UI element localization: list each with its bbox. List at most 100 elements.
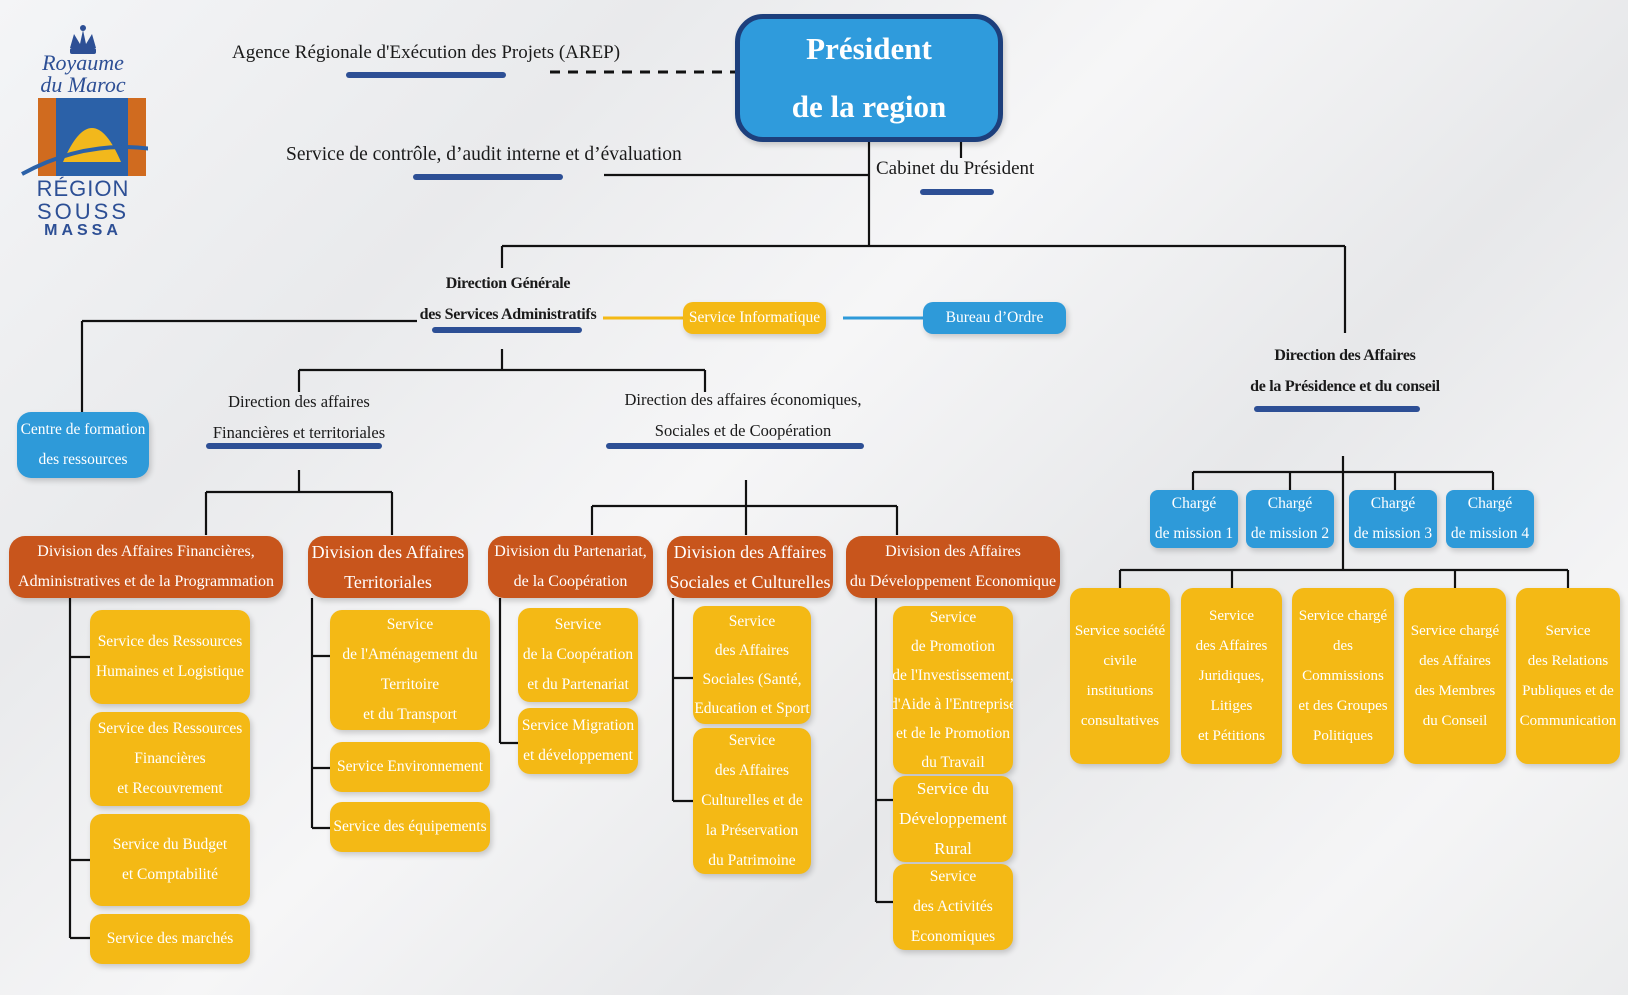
service-line: Service des équipements [333,818,487,835]
service-rh-box[interactable]: Service des Ressources Humaines et Logis… [90,610,250,704]
service-line: Financières [134,750,206,767]
arep-label: Agence Régionale d'Exécution des Projets… [232,42,621,63]
service-line: Service Environnement [337,758,483,775]
division-line: Sociales et Culturelles [669,572,831,592]
service-line: Service [728,732,776,749]
division-developpement[interactable]: Division des Affaires du Développement E… [846,536,1060,598]
service-line: Service [728,613,776,630]
service-line: Service [386,616,434,633]
service-line: Service [929,609,977,626]
service-informatique-box[interactable]: Service Informatique [683,302,826,334]
service-line: et Recouvrement [117,780,223,797]
division-territoriales[interactable]: Division des Affaires Territoriales [308,536,468,598]
crown-icon [70,25,96,54]
service-line: et de le Promotion [895,725,1011,742]
service-affaires-sociales-box[interactable]: Service des Affaires Sociales (Santé, Ed… [693,606,811,724]
service-line: Territoire [380,676,440,693]
cabinet-underline [920,189,994,195]
service-line: Economiques [910,928,996,945]
service-line: Humaines et Logistique [95,663,245,680]
charge-mission-1[interactable]: Chargé de mission 1 [1150,490,1238,548]
charge-mission-4[interactable]: Chargé de mission 4 [1446,490,1534,548]
logo-line3: RÉGION [36,176,130,201]
service-ressources-fin-box[interactable]: Service des Ressources Financières et Re… [90,712,250,806]
service-line: Service Migration [521,717,635,734]
service-line: Service des marchés [106,930,234,947]
service-line: et des Groupes [1298,698,1388,714]
service-line: institutions [1086,683,1154,699]
service-relations-publiques-box[interactable]: Service des Relations Publiques et de Co… [1516,588,1620,764]
service-line: Culturelles et de [701,792,803,809]
service-juridiques-box[interactable]: Service des Affaires Juridiques, Litiges… [1181,588,1282,764]
service-line: Juridiques, [1198,668,1265,684]
service-membres-conseil-box[interactable]: Service chargé des Affaires des Membres … [1404,588,1506,764]
service-line: Service société [1074,623,1166,639]
centre-formation-box[interactable]: Centre de formation des ressources [17,412,149,478]
division-line: Administratives et de la Programmation [18,573,274,590]
service-equipements-box[interactable]: Service des équipements [330,802,490,852]
service-line: consultatives [1080,713,1160,729]
service-amenagement-box[interactable]: Service de l'Aménagement du Territoire e… [330,610,490,730]
service-cooperation-box[interactable]: Service de la Coopération et du Partenar… [518,608,638,702]
service-migration-box[interactable]: Service Migration et développement [518,708,638,774]
service-line: Service [554,616,602,633]
dgsa-line: Direction Générale [445,275,571,292]
charge-line: de mission 4 [1450,525,1530,542]
charge-mission-2[interactable]: Chargé de mission 2 [1246,490,1334,548]
audit-underline [413,174,563,180]
president-line: Président [806,31,932,66]
bureau-ordre-box[interactable]: Bureau d’Ordre [923,302,1066,334]
charge-line: Chargé [1171,495,1217,512]
service-line: Service du Budget [112,836,228,853]
division-fin-admin[interactable]: Division des Affaires Financières, Admin… [9,536,283,598]
division-line: Division du Partenariat, [494,543,647,560]
division-sociales[interactable]: Division des Affaires Sociales et Cultur… [667,536,833,598]
service-line: de l'Investissement, [893,667,1013,684]
service-societe-civile-box[interactable]: Service société civile institutions cons… [1070,588,1170,764]
dir-eco-line: Sociales et de Coopération [654,421,832,440]
service-line: Service [929,868,977,885]
centre-formation-line: Centre de formation [20,421,146,438]
service-line: et Pétitions [1197,728,1266,744]
president-line: de la region [791,89,947,124]
service-line: des Affaires [1195,638,1268,654]
logo-line5: MASSA [44,222,122,239]
service-promotion-invest-box[interactable]: Service de Promotion de l'Investissement… [893,606,1013,774]
service-line: Politiques [1312,728,1373,744]
service-line: Service du [916,779,990,798]
dgsa-line: des Services Administratifs [419,306,597,323]
service-budget-box[interactable]: Service du Budget et Comptabilité [90,814,250,906]
service-activites-eco-box[interactable]: Service des Activités Economiques [893,864,1013,950]
charge-line: de mission 2 [1250,525,1330,542]
logo-line2: du Maroc [40,72,126,97]
region-logo: Royaume du Maroc RÉGION SOUSS MASSA [18,18,148,239]
dir-presidence-underline [1254,406,1420,412]
service-dev-rural-box[interactable]: Service du Développement Rural [893,776,1013,862]
division-line: Division des Affaires [311,542,465,562]
sun-emblem-icon [21,98,148,176]
service-marches-box[interactable]: Service des marchés [90,914,250,964]
service-line: Service [1209,608,1254,624]
president-box[interactable]: Président de la region [735,14,1003,142]
service-line: du Travail [921,754,985,771]
service-line: Commissions [1302,668,1384,684]
division-partenariat[interactable]: Division du Partenariat, de la Coopérati… [488,536,653,598]
service-environnement-box[interactable]: Service Environnement [330,742,490,792]
dgsa-label: Direction Générale des Services Administ… [418,268,598,330]
division-line: de la Coopération [513,573,628,590]
charge-mission-3[interactable]: Chargé de mission 3 [1349,490,1437,548]
dir-fin-label: Direction des affaires Financières et te… [200,386,398,448]
service-affaires-culturelles-box[interactable]: Service des Affaires Culturelles et de l… [693,728,811,874]
dir-fin-line: Direction des affaires [228,392,370,411]
service-line: Sociales (Santé, [702,671,802,688]
service-line: des Membres [1414,683,1496,699]
service-line: et développement [523,747,633,764]
service-commissions-box[interactable]: Service chargé des Commissions et des Gr… [1292,588,1394,764]
service-line: Rural [934,839,972,858]
dir-fin-underline [206,443,382,449]
service-line: Service chargé [1298,608,1388,624]
service-line: d'Aide à l'Entreprise [893,696,1013,713]
logo-line1: Royaume [42,50,124,75]
dir-fin-line: Financières et territoriales [212,423,386,442]
